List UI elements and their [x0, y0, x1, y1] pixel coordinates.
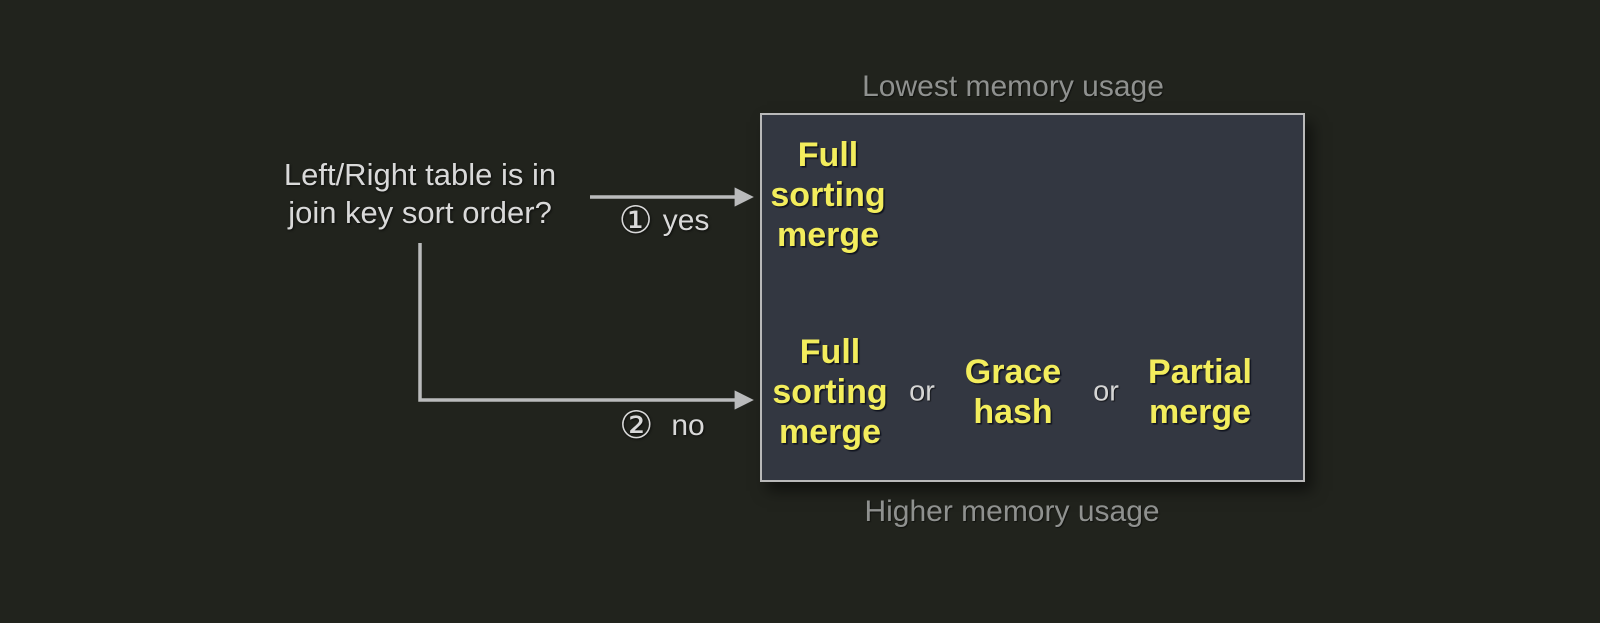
yes-text: yes — [662, 204, 710, 237]
algo-partial-merge: Partial merge — [1148, 353, 1252, 431]
algo-full-sorting-merge-unsorted: Full sorting merge — [772, 333, 888, 451]
or-separator-1: or — [909, 375, 935, 408]
question-text: Left/Right table is in join key sort ord… — [283, 157, 557, 230]
higher-memory-label: Higher memory usage — [864, 495, 1160, 528]
algorithm-box — [760, 113, 1305, 482]
no-branch-arrow — [418, 243, 754, 410]
circled-1-icon: ① — [618, 200, 653, 242]
algo-full-sorting-merge-sorted: Full sorting merge — [770, 136, 886, 254]
algo-grace-hash: Grace hash — [964, 353, 1062, 431]
branch-no-label: ② no — [619, 405, 705, 447]
circled-2-icon: ② — [619, 405, 654, 447]
or-separator-2: or — [1093, 375, 1119, 408]
branch-yes-label: ① yes — [618, 200, 710, 242]
no-text: no — [671, 409, 705, 442]
lowest-memory-label: Lowest memory usage — [862, 70, 1164, 103]
